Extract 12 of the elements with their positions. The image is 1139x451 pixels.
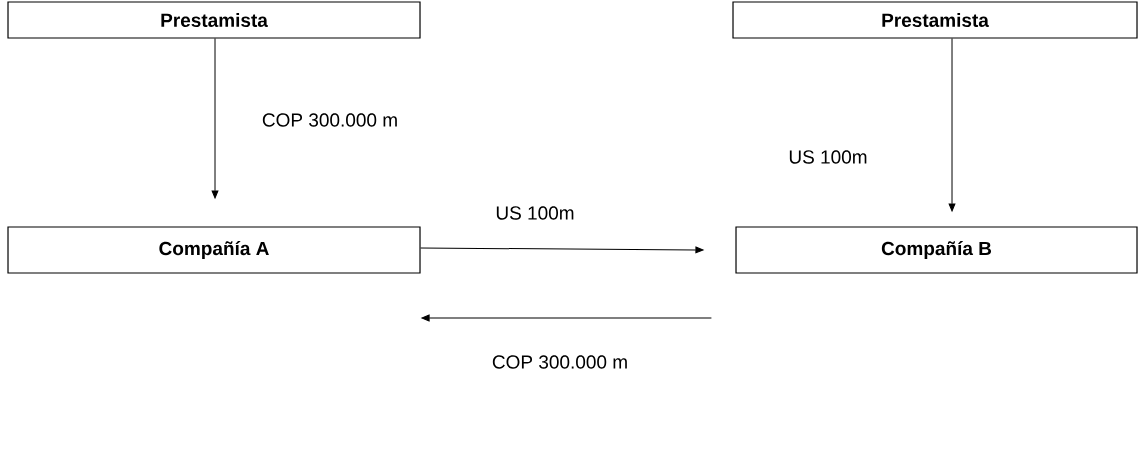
edge-label: COP 300.000 m (260, 112, 400, 128)
edge-label: COP 300.000 m (490, 354, 630, 370)
arrow (421, 314, 712, 322)
company-box: Compañía A (7, 226, 421, 274)
lender-box: Prestamista (732, 1, 1138, 39)
arrow (211, 38, 219, 199)
arrow (948, 38, 956, 212)
edge-label: US 100m (494, 205, 576, 221)
arrow (420, 246, 704, 254)
edge-label: US 100m (787, 149, 869, 165)
lender-box: Prestamista (7, 1, 421, 39)
company-box: Compañía B (735, 226, 1138, 274)
